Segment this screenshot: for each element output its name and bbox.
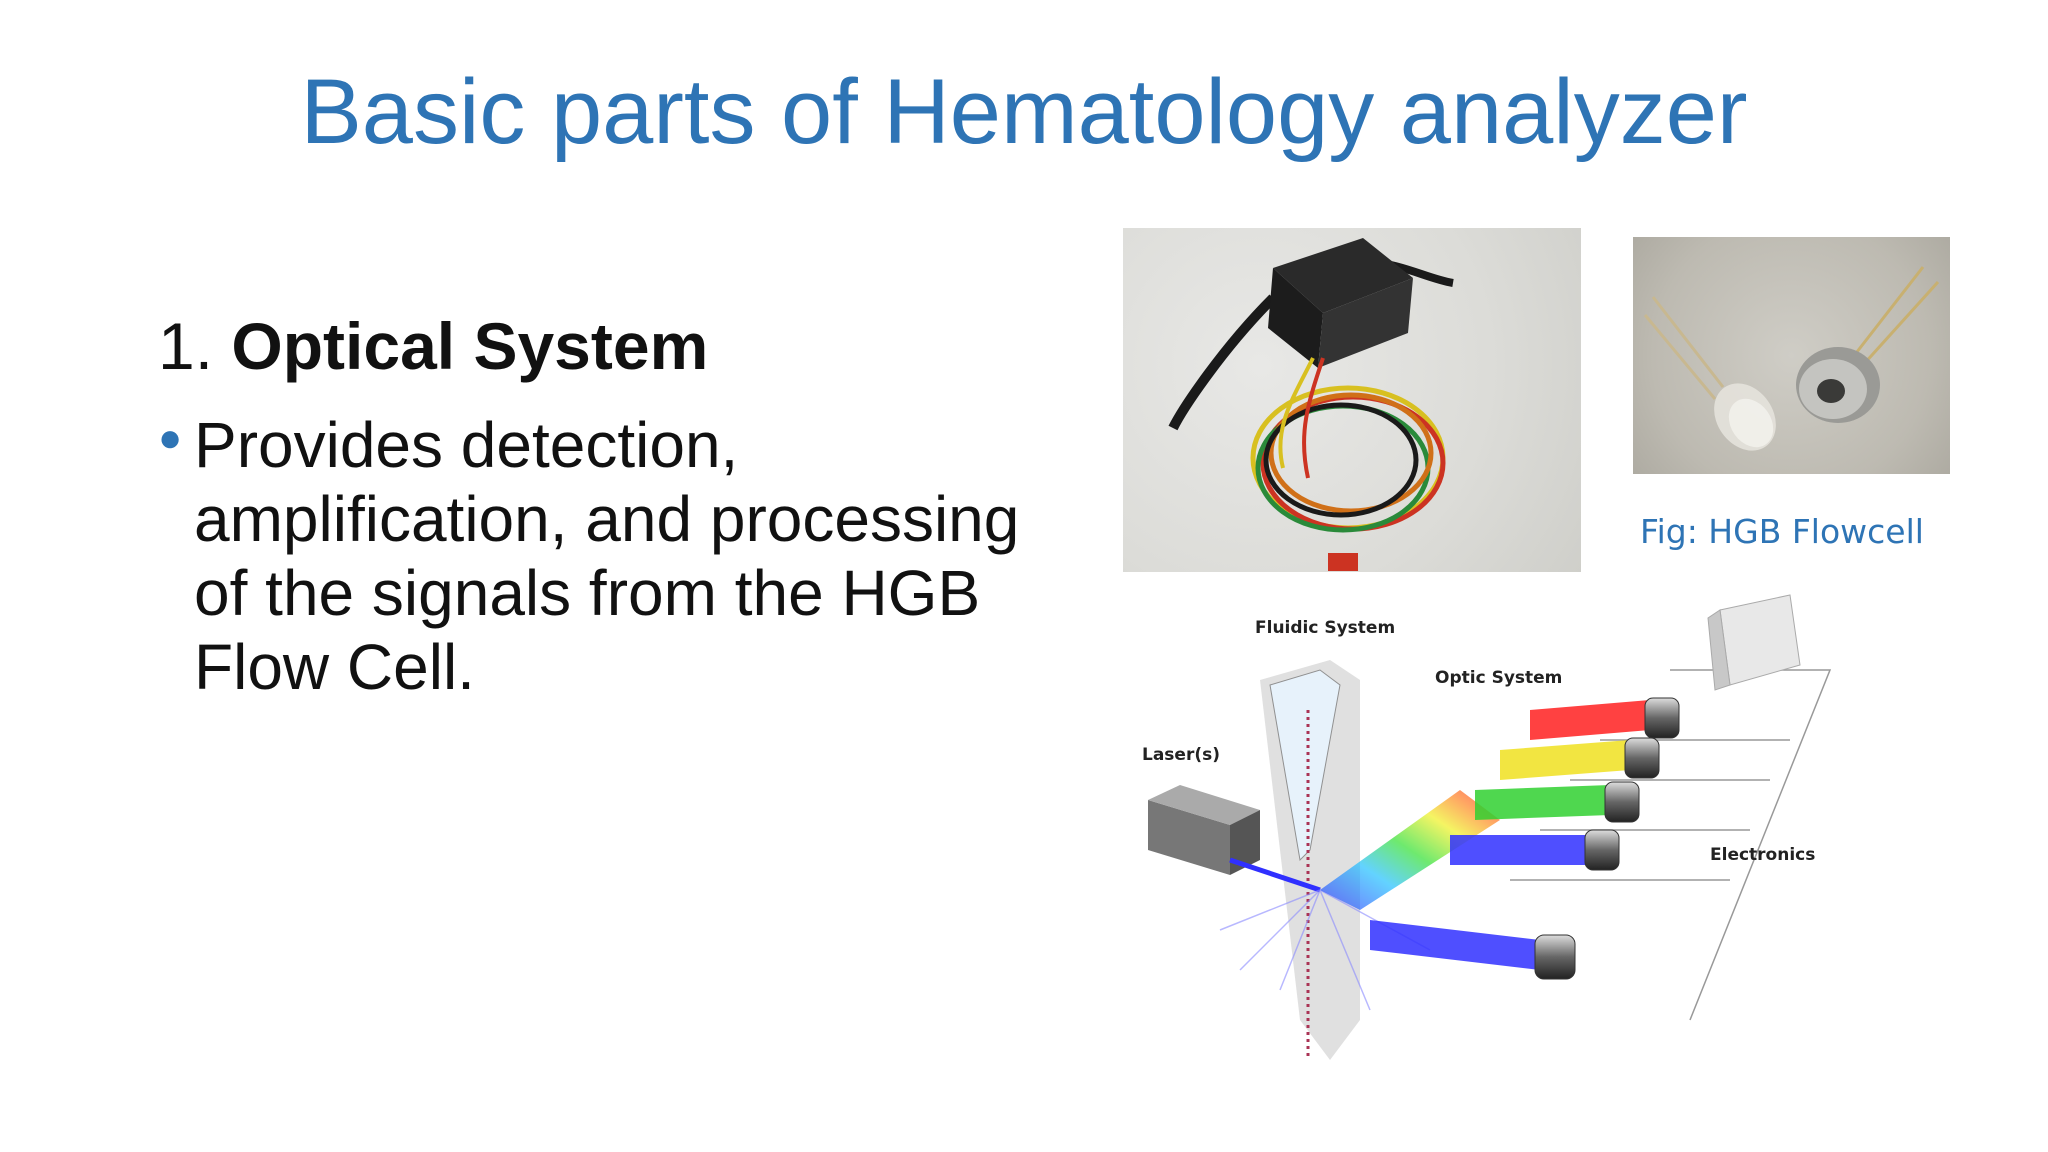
label-lasers: Laser(s) <box>1142 745 1220 765</box>
hgb-flowcell-photo <box>1633 237 1950 474</box>
label-fluidic-system: Fluidic System <box>1255 618 1396 638</box>
slide-title: Basic parts of Hematology analyzer <box>300 61 1748 163</box>
optical-sensor-photo <box>1123 228 1581 572</box>
heading-number: 1. <box>158 309 214 383</box>
label-electronics: Electronics <box>1710 845 1816 865</box>
section-heading: 1. Optical System <box>158 310 708 383</box>
bullet-dot-icon: ● <box>158 416 183 460</box>
bullet-text: Provides detection, amplification, and p… <box>194 409 1020 703</box>
label-optic-system: Optic System <box>1435 668 1563 688</box>
bullet-item: ● Provides detection, amplification, and… <box>158 408 1088 704</box>
heading-text: Optical System <box>231 309 709 383</box>
flow-cytometry-diagram: Fluidic System Optic System Laser(s) Ele… <box>1130 590 1850 1070</box>
figure-caption: Fig: HGB Flowcell <box>1640 512 1924 551</box>
